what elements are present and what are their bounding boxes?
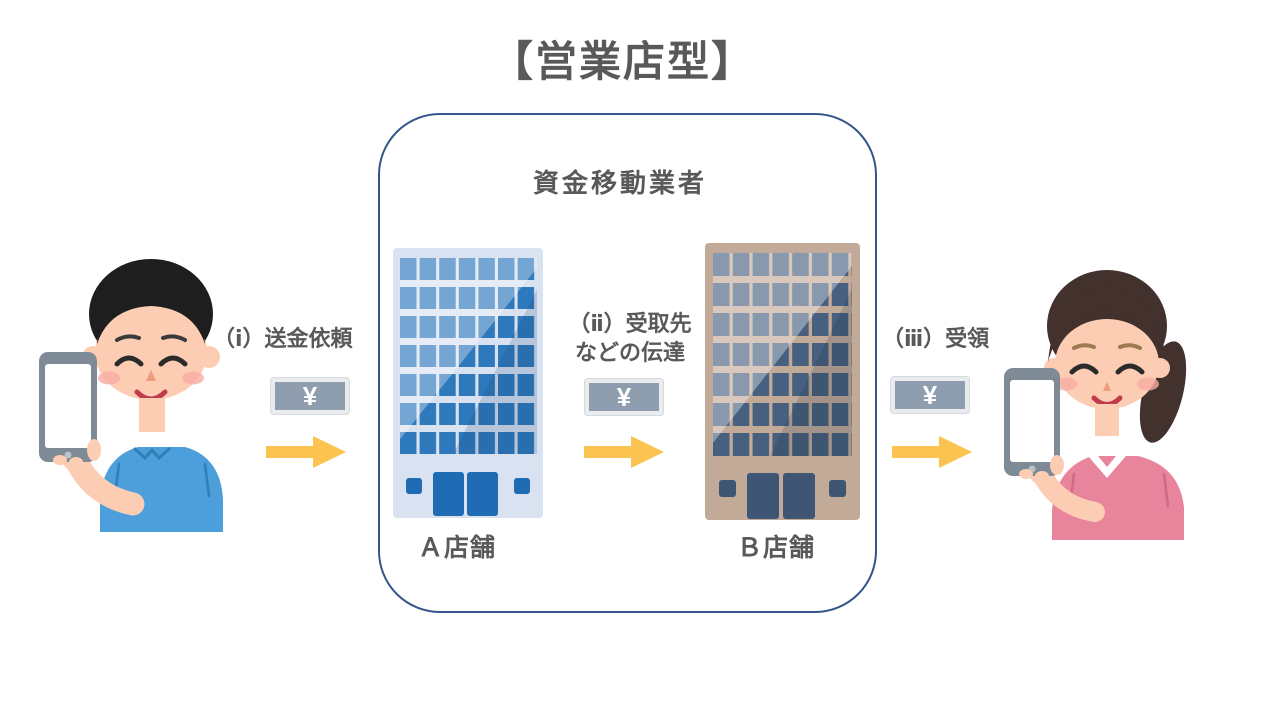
smartphone-icon xyxy=(1004,368,1060,476)
flow2-label: （ⅱ）受取先 などの伝達 xyxy=(548,309,712,367)
flow-arrow-icon xyxy=(892,436,972,468)
yen-banknote-icon: ¥ xyxy=(270,377,350,415)
flow2-line2: などの伝達 xyxy=(574,340,685,365)
woman-with-smartphone-icon xyxy=(1004,270,1187,540)
yen-symbol: ¥ xyxy=(617,382,632,412)
man-with-smartphone-icon xyxy=(39,259,223,532)
page-title: 【営業店型】 xyxy=(490,38,755,85)
smartphone-icon xyxy=(39,352,97,462)
flow3-label: （ⅲ）受領 xyxy=(882,326,990,351)
building-b-label: Ｂ店舗 xyxy=(736,534,815,562)
provider-container-box xyxy=(378,113,877,613)
yen-banknote-icon: ¥ xyxy=(584,378,664,416)
flow-arrow-icon xyxy=(266,436,346,468)
building-b-icon xyxy=(705,243,860,520)
yen-symbol: ¥ xyxy=(923,380,938,410)
yen-banknote-icon: ¥ xyxy=(890,376,970,414)
building-a-label: Ａ店舗 xyxy=(417,534,496,562)
flow2-line1: （ⅱ）受取先 xyxy=(568,311,692,336)
yen-symbol: ¥ xyxy=(303,381,318,411)
provider-label: 資金移動業者 xyxy=(532,168,707,198)
flow-arrow-icon xyxy=(584,436,664,468)
building-a-icon xyxy=(393,248,543,518)
flow1-label: （ⅰ）送金依頼 xyxy=(213,326,353,351)
